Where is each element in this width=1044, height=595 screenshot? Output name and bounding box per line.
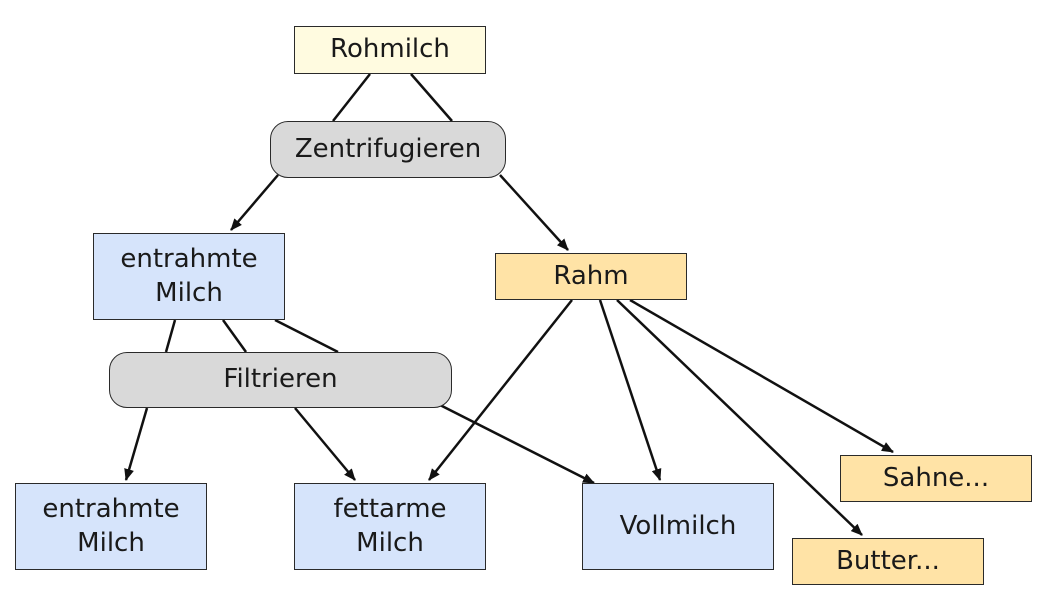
edge-rahm-sahne [629, 298, 894, 454]
edge-rohmilch-zentrifugieren-right [410, 73, 453, 122]
edge-filtrieren-entrahmte-milch [124, 407, 149, 481]
edge-entrahmte-filtrieren-1 [164, 319, 177, 353]
edge-rahm-fettarme-milch [428, 299, 573, 481]
edge-zentrifugieren-rahm [499, 174, 569, 251]
node-butter: Butter... [792, 538, 984, 585]
edge-zentrifugieren-entrahmte-milch [230, 174, 279, 231]
node-filtrieren: Filtrieren [109, 352, 452, 408]
edge-filtrieren-vollmilch [439, 403, 595, 485]
node-vollmilch: Vollmilch [582, 483, 774, 570]
edge-filtrieren-fettarme-milch [294, 407, 356, 481]
edge-entrahmte-filtrieren-2 [221, 319, 248, 353]
edge-rohmilch-zentrifugieren-left [332, 73, 371, 122]
node-fettarme-milch: fettarme Milch [294, 483, 486, 570]
edge-entrahmte-filtrieren-3 [274, 318, 339, 354]
node-zentrifugieren: Zentrifugieren [270, 121, 506, 178]
edge-rahm-butter [616, 299, 863, 536]
node-entrahmte-milch-top: entrahmte Milch [93, 233, 285, 320]
node-sahne: Sahne... [840, 455, 1032, 502]
node-entrahmte-milch-bottom: entrahmte Milch [15, 483, 207, 570]
node-rahm: Rahm [495, 253, 687, 300]
edge-rahm-vollmilch [598, 299, 662, 481]
node-rohmilch: Rohmilch [294, 26, 486, 74]
